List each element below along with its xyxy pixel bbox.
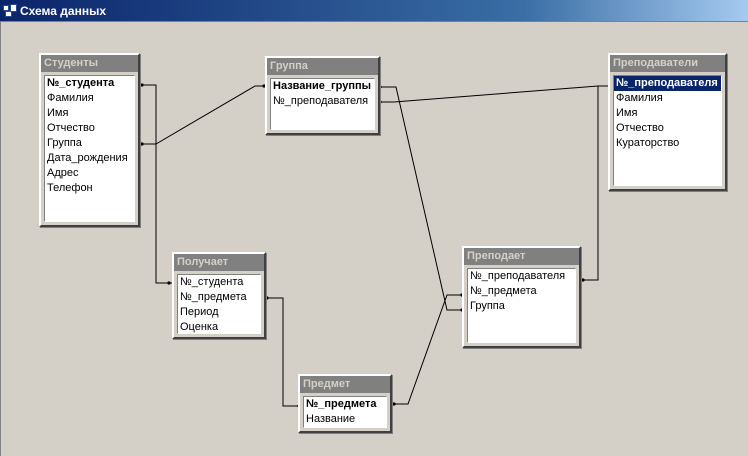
field-item[interactable]: Адрес	[47, 167, 79, 179]
window-title: Схема данных	[20, 3, 106, 18]
field-item[interactable]: Фамилия	[47, 92, 94, 104]
table-group[interactable]: Группа Название_группы №_преподавателя	[265, 56, 380, 135]
field-item[interactable]: №_предмета	[470, 285, 537, 297]
field-item[interactable]: Отчество	[616, 122, 664, 134]
window-title-bar[interactable]: Схема данных	[0, 0, 748, 21]
field-item[interactable]: Имя	[47, 107, 69, 119]
field-item-selected[interactable]: №_преподавателя	[614, 76, 721, 91]
table-title[interactable]: Студенты	[41, 55, 138, 72]
field-item[interactable]: №_преподавателя	[470, 270, 566, 282]
field-item[interactable]: №_студента	[180, 276, 244, 288]
field-list[interactable]: №_студента №_предмета Период Оценка	[177, 274, 261, 334]
field-item[interactable]: Отчество	[47, 122, 95, 134]
field-item[interactable]: Группа	[470, 300, 505, 312]
table-title[interactable]: Предмет	[300, 376, 390, 393]
table-title[interactable]: Получает	[174, 254, 264, 271]
field-item[interactable]: Название_группы	[273, 80, 371, 92]
field-item[interactable]: Название	[306, 413, 356, 425]
table-title[interactable]: Группа	[267, 58, 378, 75]
field-list[interactable]: Название_группы №_преподавателя	[270, 78, 375, 130]
field-item[interactable]: Группа	[47, 137, 82, 149]
field-item[interactable]: Имя	[616, 107, 638, 119]
field-item[interactable]: Фамилия	[616, 92, 663, 104]
field-item[interactable]: №_студента	[47, 77, 115, 89]
field-item[interactable]: №_предмета	[180, 291, 247, 303]
field-item[interactable]: Период	[180, 306, 219, 318]
field-item[interactable]: Оценка	[180, 321, 219, 333]
field-item[interactable]: №_предмета	[306, 398, 377, 410]
table-teaches[interactable]: Преподает №_преподавателя №_предмета Гру…	[462, 246, 581, 348]
field-list[interactable]: №_преподавателя Фамилия Имя Отчество Кур…	[613, 75, 722, 186]
table-title[interactable]: Преподаватели	[610, 55, 725, 72]
table-receives[interactable]: Получает №_студента №_предмета Период Оц…	[172, 252, 266, 339]
relationships-icon	[3, 4, 17, 17]
field-item[interactable]: №_преподавателя	[273, 95, 369, 107]
field-item[interactable]: Кураторство	[616, 137, 680, 149]
table-title[interactable]: Преподает	[464, 248, 579, 265]
field-list[interactable]: №_студента Фамилия Имя Отчество Группа Д…	[44, 75, 135, 222]
table-subject[interactable]: Предмет №_предмета Название	[298, 374, 392, 433]
field-item[interactable]: Дата_рождения	[47, 152, 128, 164]
table-students[interactable]: Студенты №_студента Фамилия Имя Отчество…	[39, 53, 140, 227]
table-teachers[interactable]: Преподаватели №_преподавателя Фамилия Им…	[608, 53, 727, 191]
field-list[interactable]: №_преподавателя №_предмета Группа	[467, 268, 576, 343]
field-item[interactable]: Телефон	[47, 182, 93, 194]
field-list[interactable]: №_предмета Название	[303, 396, 387, 428]
